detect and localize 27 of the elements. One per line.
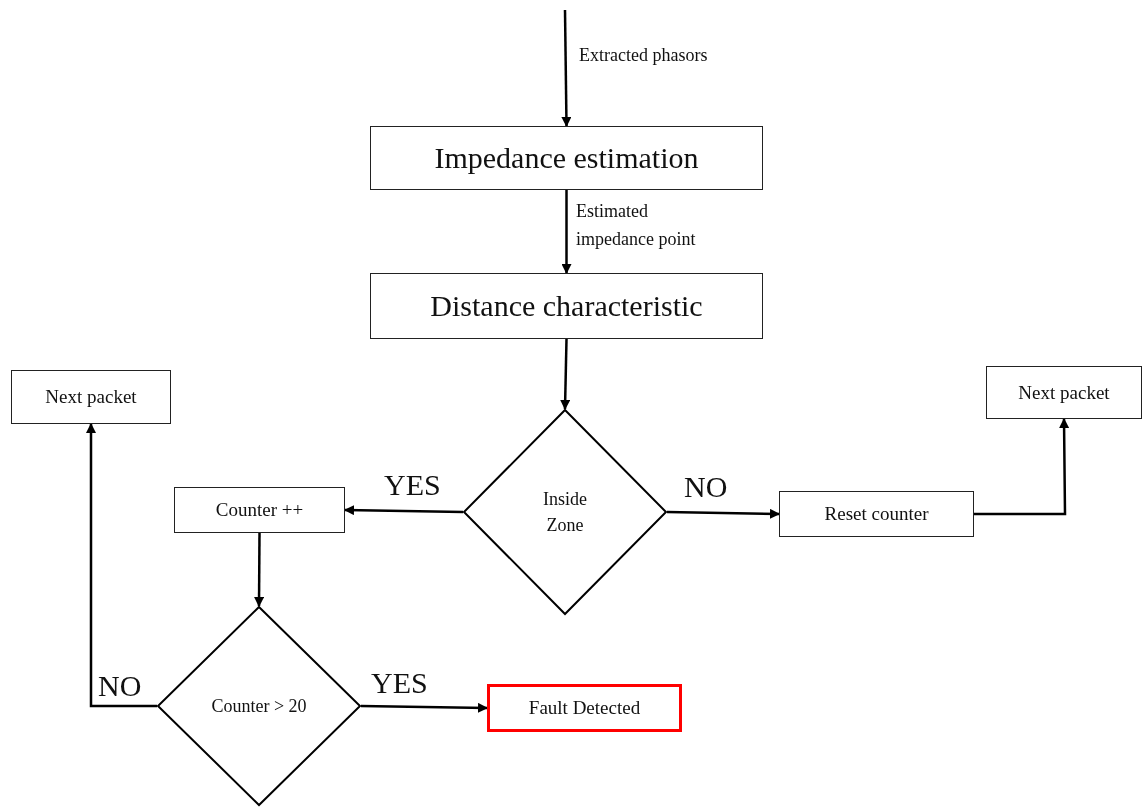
arrow	[560, 338, 571, 410]
arrow	[86, 423, 157, 708]
process-box	[174, 487, 345, 533]
process-box	[11, 370, 171, 424]
process-box	[370, 273, 763, 339]
decision-diamond	[463, 409, 667, 615]
node-label: Reset counter	[824, 502, 929, 527]
arrow	[561, 190, 572, 274]
node-label: Counter ++	[215, 498, 304, 523]
arrow	[666, 508, 780, 519]
arrow	[344, 505, 464, 516]
node-label: Impedance estimation	[434, 140, 699, 177]
node-label: Next packet	[1018, 380, 1110, 405]
process-box	[779, 491, 974, 537]
node-label: Counter > 20	[211, 694, 307, 718]
arrow	[561, 10, 572, 127]
arrow	[254, 533, 265, 607]
result-box	[487, 684, 682, 732]
process-box	[986, 366, 1142, 419]
arrow	[360, 702, 488, 713]
node-label: Next packet	[45, 385, 137, 410]
node-label: Distance characteristic	[430, 288, 703, 325]
node-label: Fault Detected	[528, 696, 641, 721]
decision-diamond	[157, 606, 361, 806]
node-label: Inside Zone	[542, 487, 588, 537]
process-box	[370, 126, 763, 190]
arrow	[974, 418, 1070, 516]
